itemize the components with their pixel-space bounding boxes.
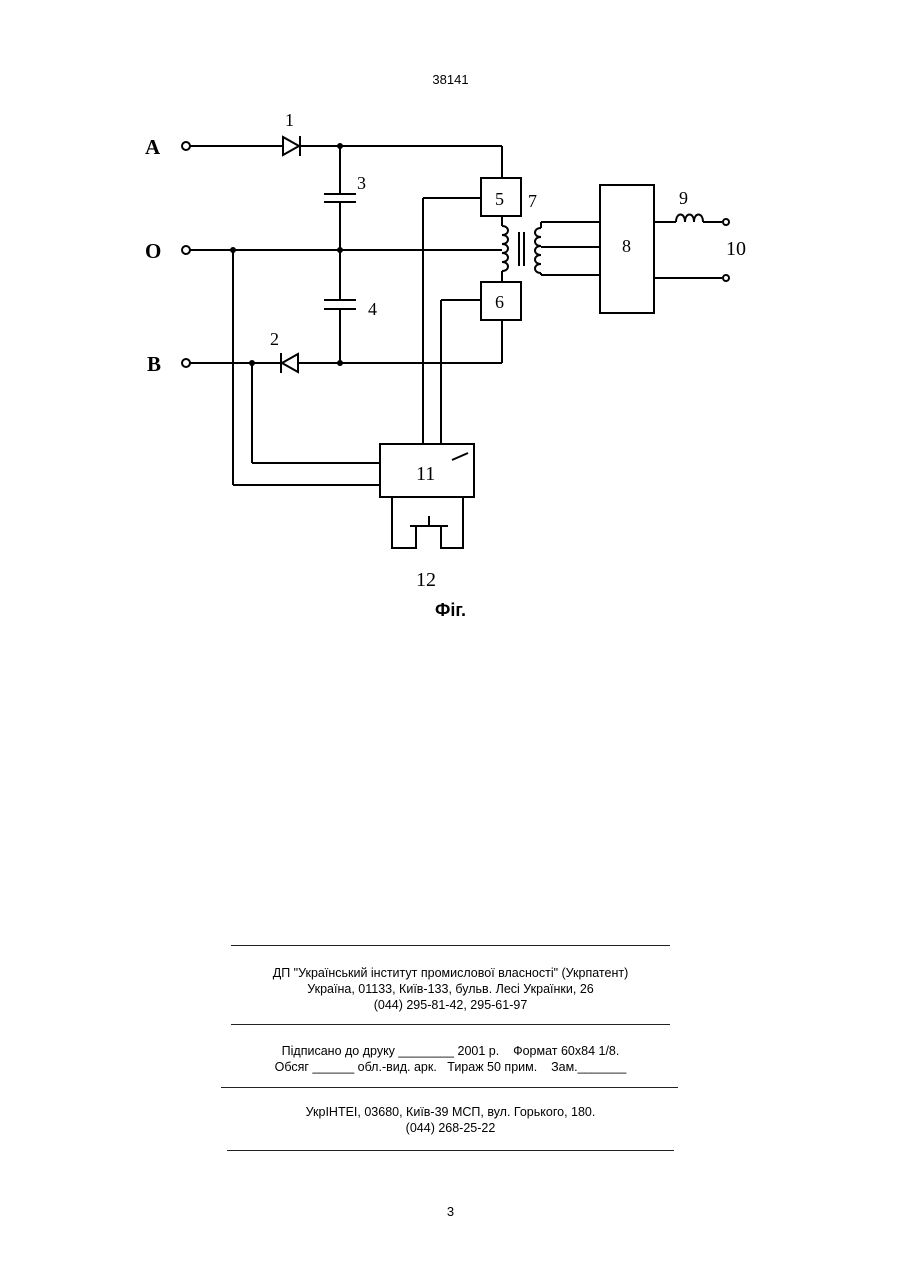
transformer-secondary [535, 228, 541, 273]
figure-caption: Фіг. [0, 600, 901, 621]
publisher-block: ДП "Український інститут промислової вла… [0, 965, 901, 1013]
divider-2 [231, 1024, 670, 1025]
label-12: 12 [416, 569, 436, 591]
label-10: 10 [726, 238, 746, 260]
terminal-a-circle [182, 142, 190, 150]
diode-1 [283, 137, 299, 155]
diode-2 [282, 354, 298, 372]
inductor-9 [676, 215, 703, 223]
label-9: 9 [679, 188, 688, 208]
circuit-diagram: A O B 1 2 3 4 5 6 7 8 9 10 11 12 [0, 0, 901, 640]
publisher-line-3: (044) 295-81-42, 295-61-97 [0, 997, 901, 1013]
label-7: 7 [528, 191, 537, 211]
label-1: 1 [285, 110, 294, 130]
terminal-o-label: O [145, 239, 161, 263]
label-3: 3 [357, 173, 366, 193]
label-8: 8 [622, 236, 631, 256]
printer-line-1: УкрІНТЕІ, 03680, Київ-39 МСП, вул. Горьк… [0, 1104, 901, 1120]
printer-line-2: (044) 268-25-22 [0, 1120, 901, 1136]
print-info-line-2: Обсяг ______ обл.-вид. арк. Тираж 50 при… [0, 1059, 901, 1075]
transformer-primary [502, 226, 508, 271]
publisher-line-1: ДП "Український інститут промислової вла… [0, 965, 901, 981]
printer-block: УкрІНТЕІ, 03680, Київ-39 МСП, вул. Горьк… [0, 1104, 901, 1136]
print-info-block: Підписано до друку ________ 2001 р. Форм… [0, 1043, 901, 1075]
terminal-b-label: B [147, 352, 161, 376]
button-12 [392, 497, 463, 548]
label-4: 4 [368, 299, 377, 319]
label-6: 6 [495, 292, 504, 312]
label-11: 11 [416, 463, 435, 485]
output-terminal-bottom [723, 275, 729, 281]
divider-3 [221, 1087, 678, 1088]
divider-4 [227, 1150, 674, 1151]
terminal-a-label: A [145, 135, 161, 159]
divider-1 [231, 945, 670, 946]
output-terminal-top [723, 219, 729, 225]
print-info-line-1: Підписано до друку ________ 2001 р. Форм… [0, 1043, 901, 1059]
terminal-o-circle [182, 246, 190, 254]
publisher-line-2: Україна, 01133, Київ-133, бульв. Лесі Ук… [0, 981, 901, 997]
label-5: 5 [495, 189, 504, 209]
page-number: 3 [0, 1204, 901, 1219]
label-2: 2 [270, 329, 279, 349]
terminal-b-circle [182, 359, 190, 367]
